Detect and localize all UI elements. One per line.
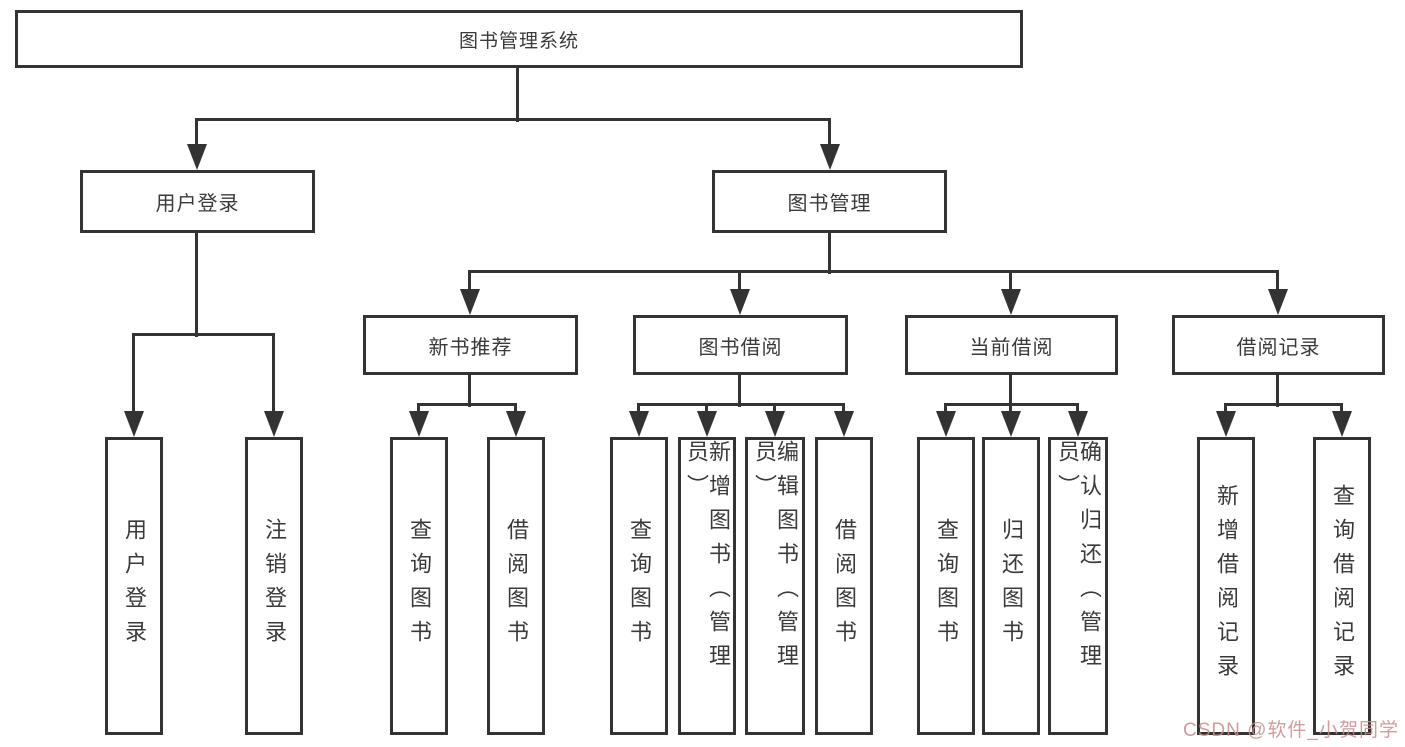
connector-line: [1340, 405, 1343, 414]
arrowhead-down-icon: [936, 411, 956, 437]
node-new-book-recommend: 新书推荐: [363, 315, 578, 375]
connector-line: [738, 375, 741, 407]
node-label: 借阅图书: [832, 518, 857, 654]
connector-line: [1009, 272, 1012, 291]
node-user-login: 用户登录: [80, 170, 315, 233]
arrowhead-down-icon: [629, 411, 649, 437]
node-label: 查询图书: [407, 518, 432, 654]
arrowhead-down-icon: [1268, 289, 1288, 315]
leaf-return-book: 归还图书: [982, 437, 1040, 735]
leaf-add-book-admin: 新增图书（管理员）: [678, 437, 736, 735]
connector-line: [468, 375, 471, 407]
node-label: 借阅图书: [504, 518, 529, 654]
connector-line: [468, 272, 471, 291]
node-label: 用户登录: [122, 518, 147, 654]
leaf-user-login: 用户登录: [105, 437, 163, 735]
node-label: 查询图书: [627, 518, 652, 654]
connector-line: [1009, 375, 1012, 407]
leaf-query-borrow-record: 查询借阅记录: [1313, 437, 1371, 735]
arrowhead-down-icon: [834, 411, 854, 437]
arrowhead-down-icon: [187, 144, 207, 170]
node-label: 图书管理系统: [458, 30, 579, 52]
arrowhead-down-icon: [1001, 411, 1021, 437]
node-label: 注销登录: [262, 518, 287, 654]
connector-line: [1009, 405, 1012, 414]
arrowhead-down-icon: [264, 411, 284, 437]
connector-line: [828, 233, 831, 274]
arrowhead-down-icon: [1001, 289, 1021, 315]
arrowhead-down-icon: [506, 411, 526, 437]
connector-line: [773, 405, 776, 414]
connector-line: [468, 270, 1279, 273]
arrowhead-down-icon: [765, 411, 785, 437]
node-book-borrow: 图书借阅: [633, 315, 848, 375]
node-label: 图书管理: [787, 193, 872, 215]
node-label: 归还图书: [999, 518, 1024, 654]
connector-line: [738, 272, 741, 291]
leaf-borrow-book: 借阅图书: [815, 437, 873, 735]
connector-line: [1224, 403, 1343, 406]
arrowhead-down-icon: [460, 289, 480, 315]
connector-line: [195, 233, 198, 337]
node-label: 借阅记录: [1236, 336, 1321, 359]
connector-line: [705, 405, 708, 414]
connector-line: [944, 405, 947, 414]
arrowhead-down-icon: [820, 144, 840, 170]
node-current-borrow: 当前借阅: [905, 315, 1118, 375]
connector-line: [828, 120, 831, 148]
node-label: 新增图书（管理员）: [684, 440, 731, 678]
connector-line: [195, 120, 198, 148]
leaf-query-book-recommend: 查询图书: [390, 437, 448, 735]
connector-line: [637, 403, 845, 406]
connector-line: [637, 405, 640, 414]
arrowhead-down-icon: [1332, 411, 1352, 437]
node-label: 用户登录: [155, 193, 240, 215]
leaf-logout: 注销登录: [245, 437, 303, 735]
node-borrow-records: 借阅记录: [1172, 315, 1385, 375]
connector-line: [132, 335, 135, 415]
connector-line: [272, 335, 275, 415]
arrowhead-down-icon: [409, 411, 429, 437]
arrowhead-down-icon: [697, 411, 717, 437]
node-label: 编辑图书（管理员）: [752, 440, 799, 678]
node-label: 新增借阅记录: [1214, 484, 1239, 688]
connector-line: [132, 333, 275, 336]
connector-line: [842, 405, 845, 414]
arrowhead-down-icon: [730, 289, 750, 315]
connector-line: [944, 403, 1079, 406]
node-library-system: 图书管理系统: [15, 10, 1023, 68]
connector-line: [1276, 375, 1279, 407]
connector-line: [195, 118, 831, 121]
connector-line: [516, 68, 519, 122]
connector-line: [1076, 405, 1079, 414]
node-book-management: 图书管理: [712, 170, 947, 233]
node-label: 图书借阅: [698, 336, 783, 359]
node-label: 查询借阅记录: [1330, 484, 1355, 688]
leaf-query-book-current: 查询图书: [917, 437, 975, 735]
csdn-watermark: CSDN @软件_小贺同学: [1183, 720, 1399, 741]
connector-line: [1224, 405, 1227, 414]
connector-line: [514, 405, 517, 414]
arrowhead-down-icon: [1216, 411, 1236, 437]
leaf-edit-book-admin: 编辑图书（管理员）: [745, 437, 805, 735]
arrowhead-down-icon: [124, 411, 144, 437]
connector-line: [417, 405, 420, 414]
leaf-query-book-borrow: 查询图书: [610, 437, 668, 735]
node-label: 确认归还（管理员）: [1055, 440, 1102, 678]
leaf-borrow-book-recommend: 借阅图书: [487, 437, 545, 735]
leaf-confirm-return-admin: 确认归还（管理员）: [1048, 437, 1108, 735]
connector-line: [1276, 272, 1279, 291]
arrowhead-down-icon: [1068, 411, 1088, 437]
node-label: 当前借阅: [969, 336, 1054, 359]
node-label: 新书推荐: [428, 336, 513, 359]
connector-line: [417, 403, 517, 406]
leaf-add-borrow-record: 新增借阅记录: [1197, 437, 1255, 735]
node-label: 查询图书: [934, 518, 959, 654]
